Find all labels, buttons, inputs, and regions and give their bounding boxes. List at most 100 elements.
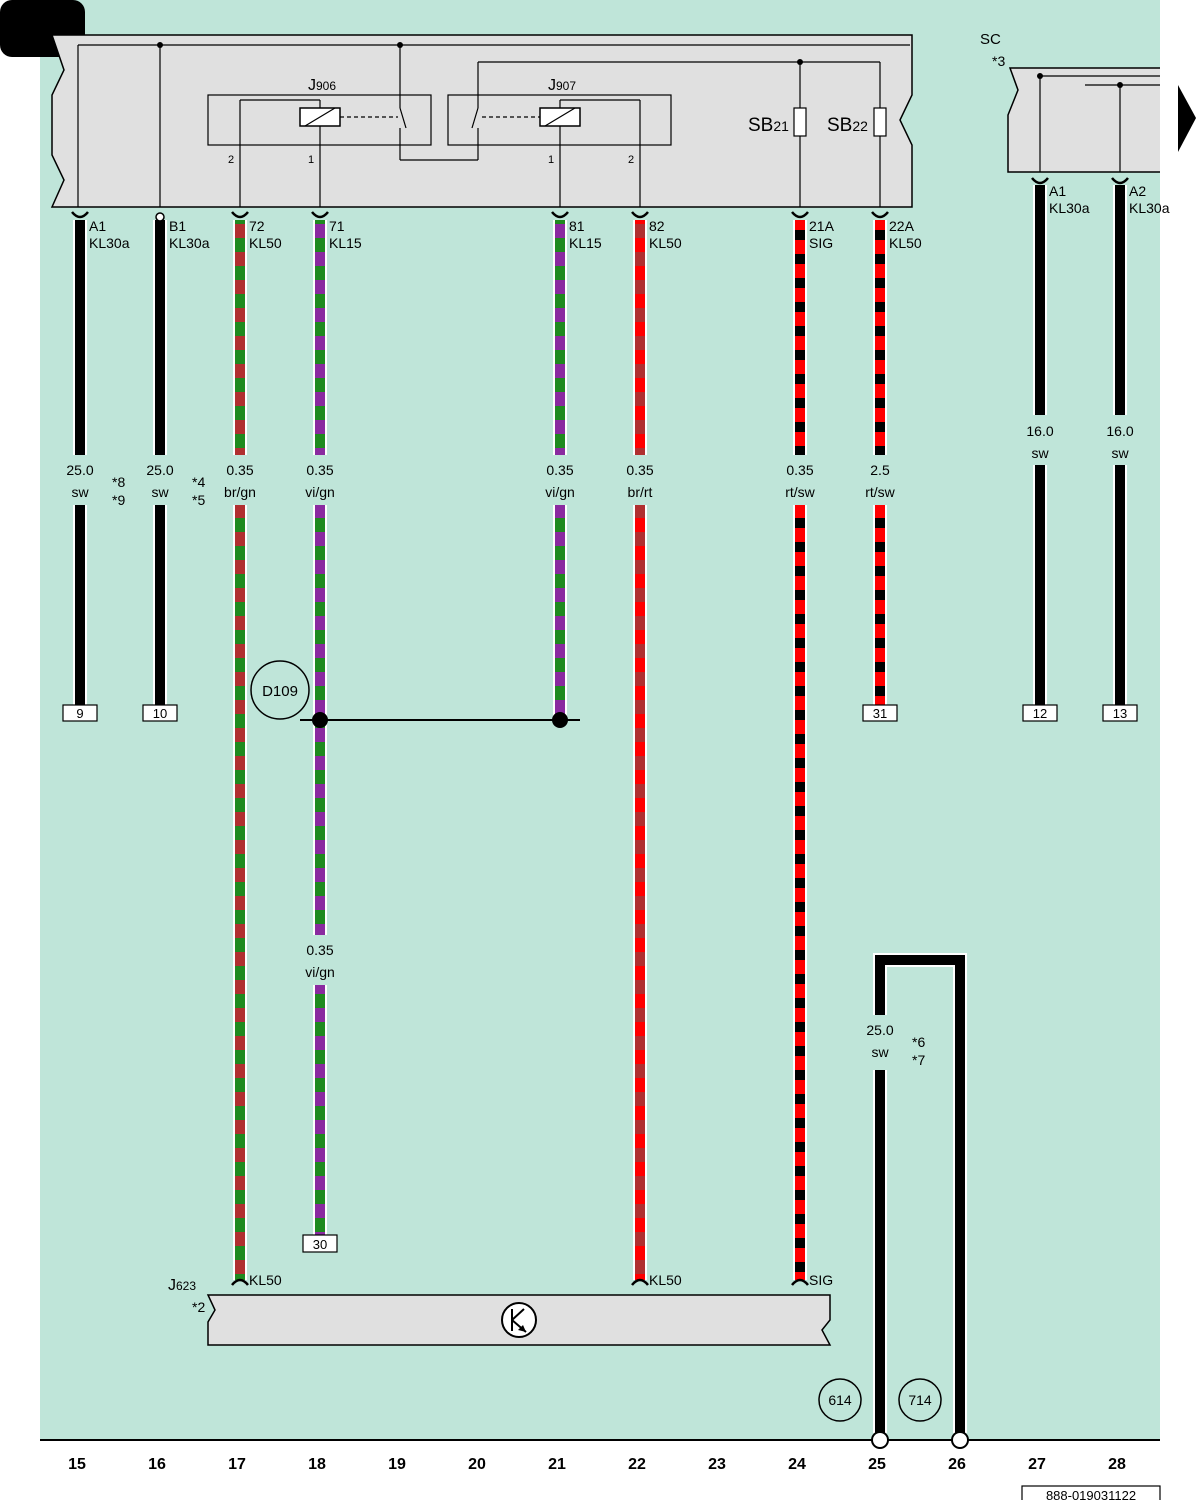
svg-text:A2: A2 (1129, 183, 1146, 199)
relay-contact (399, 107, 407, 129)
svg-text:21A: 21A (809, 218, 835, 234)
svg-text:SB22: SB22 (827, 115, 868, 136)
svg-text:0.35: 0.35 (306, 462, 333, 478)
pin-number: 1 (548, 154, 554, 166)
svg-text:20: 20 (468, 1456, 486, 1473)
connector-symbols (71, 177, 1129, 1286)
track-numbers: 15 16 17 18 19 20 21 22 23 24 25 26 27 2… (68, 1456, 1126, 1473)
wire-spec-labels: 25.0 sw 25.0 sw 0.35 br/gn 0.35 vi/gn 0.… (66, 423, 1133, 1060)
terminal-open-icon (871, 1431, 889, 1449)
svg-text:28: 28 (1108, 1456, 1126, 1473)
sc-module: SC *3 (980, 31, 1160, 173)
svg-text:71: 71 (329, 218, 345, 234)
svg-text:vi/gn: vi/gn (305, 484, 335, 500)
svg-text:0.35: 0.35 (626, 462, 653, 478)
wire-17 (233, 220, 247, 1280)
ground-point-boxes: 9 10 31 12 13 30 (62, 704, 1138, 1253)
svg-text:KL50: KL50 (649, 235, 682, 251)
svg-text:J623: J623 (168, 1277, 196, 1294)
svg-text:KL30a: KL30a (1129, 200, 1170, 216)
svg-text:*9: *9 (112, 492, 125, 508)
svg-text:0.35: 0.35 (226, 462, 253, 478)
svg-text:KL50: KL50 (889, 235, 922, 251)
svg-text:9: 9 (76, 706, 83, 721)
pin-labels: A1 KL30a B1 KL30a 72 KL50 71 KL15 81 KL1… (89, 183, 1170, 251)
svg-text:KL50: KL50 (249, 1272, 282, 1288)
drawing-number: 888-019031122 (1021, 1485, 1161, 1500)
svg-text:15: 15 (68, 1456, 86, 1473)
svg-text:25: 25 (868, 1456, 886, 1473)
terminal-open-icon (951, 1431, 969, 1449)
fuse-sb21: SB21 (748, 107, 807, 137)
svg-text:SB21: SB21 (748, 115, 789, 136)
svg-text:KL30a: KL30a (89, 235, 130, 251)
page-continue-arrow-icon[interactable] (1178, 85, 1196, 152)
junction-dot (157, 42, 163, 48)
relay-j907-label: J907 (548, 77, 576, 94)
svg-text:18: 18 (308, 1456, 326, 1473)
svg-text:KL15: KL15 (329, 235, 362, 251)
diagram-background (40, 0, 1160, 1440)
svg-text:888-019031122: 888-019031122 (1046, 1488, 1136, 1500)
svg-text:sw: sw (1031, 445, 1049, 461)
svg-text:*5: *5 (192, 492, 205, 508)
engine-control-icon (501, 1302, 537, 1338)
junction-dot (797, 59, 803, 65)
svg-text:*6: *6 (912, 1034, 925, 1050)
svg-text:sw: sw (871, 1044, 889, 1060)
svg-text:sw: sw (151, 484, 169, 500)
svg-text:16.0: 16.0 (1026, 423, 1053, 439)
svg-text:*4: *4 (192, 474, 205, 490)
svg-text:A1: A1 (1049, 183, 1066, 199)
svg-text:B1: B1 (169, 218, 186, 234)
svg-text:rt/sw: rt/sw (865, 484, 895, 500)
svg-text:16.0: 16.0 (1106, 423, 1133, 439)
pin-number: 1 (308, 154, 314, 166)
terminal-open-icon (155, 212, 165, 222)
svg-text:rt/sw: rt/sw (785, 484, 815, 500)
footnote-refs: *8 *9 *4 *5 *6 *7 (112, 474, 925, 1068)
svg-text:0.35: 0.35 (546, 462, 573, 478)
svg-text:27: 27 (1028, 1456, 1046, 1473)
relay-j906: J906 2 1 (207, 77, 432, 166)
svg-text:26: 26 (948, 1456, 966, 1473)
svg-text:0.35: 0.35 (786, 462, 813, 478)
svg-text:2.5: 2.5 (870, 462, 890, 478)
svg-text:br/gn: br/gn (224, 484, 256, 500)
svg-text:KL30a: KL30a (1049, 200, 1090, 216)
svg-text:vi/gn: vi/gn (305, 964, 335, 980)
reference-circles: 614 714 (818, 1378, 942, 1422)
svg-text:sw: sw (1111, 445, 1129, 461)
svg-text:12: 12 (1033, 706, 1047, 721)
svg-text:KL15: KL15 (569, 235, 602, 251)
svg-text:KL50: KL50 (249, 235, 282, 251)
svg-text:22: 22 (628, 1456, 646, 1473)
svg-text:16: 16 (148, 1456, 166, 1473)
svg-text:SIG: SIG (809, 1272, 833, 1288)
wire-22 (633, 220, 647, 1280)
svg-text:72: 72 (249, 218, 265, 234)
svg-text:30: 30 (313, 1237, 327, 1252)
svg-text:br/rt: br/rt (628, 484, 653, 500)
svg-text:*7: *7 (912, 1052, 925, 1068)
sc-label: SC (980, 31, 1001, 48)
svg-text:0.35: 0.35 (306, 942, 333, 958)
svg-text:19: 19 (388, 1456, 406, 1473)
svg-text:17: 17 (228, 1456, 246, 1473)
svg-text:24: 24 (788, 1456, 806, 1473)
svg-text:31: 31 (873, 706, 887, 721)
svg-text:10: 10 (153, 706, 167, 721)
svg-text:25.0: 25.0 (146, 462, 173, 478)
j623-control-unit: J623 *2 KL50 KL50 SIG (168, 1272, 833, 1346)
svg-text:13: 13 (1113, 706, 1127, 721)
svg-text:22A: 22A (889, 218, 915, 234)
svg-text:21: 21 (548, 1456, 566, 1473)
svg-text:*8: *8 (112, 474, 125, 490)
pin-number: 2 (228, 154, 234, 166)
svg-text:SIG: SIG (809, 235, 833, 251)
svg-text:81: 81 (569, 218, 585, 234)
svg-text:614: 614 (828, 1392, 852, 1408)
junction-dot (397, 42, 403, 48)
relay-j906-label: J906 (308, 77, 336, 94)
relay-carrier-module (50, 34, 913, 208)
